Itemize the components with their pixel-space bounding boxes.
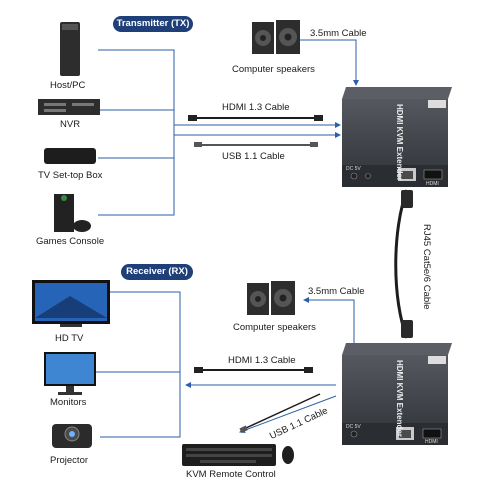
tx-hdmi-cable-graphic (188, 115, 323, 121)
rx-speakers-label: Computer speakers (233, 322, 316, 333)
tx-extender-title: HDMI KVM Extender (395, 104, 404, 181)
rx-extender-title: HDMI KVM Extender (395, 360, 404, 437)
host-pc-label: Host/PC (50, 80, 86, 91)
rx-hdmi-cable-label: HDMI 1.3 Cable (228, 355, 296, 366)
kvm-remote-control-label: KVM Remote Control (186, 469, 276, 480)
tx-usb-cable-label: USB 1.1 Cable (222, 151, 285, 162)
tx-speakers-label: Computer speakers (232, 64, 315, 75)
receiver-section-label: Receiver (RX) (121, 264, 193, 280)
rx-hdmi-port-label: HDMI (425, 439, 438, 445)
rx-dc-port-label: DC 5V (346, 424, 361, 430)
tx-usb-cable-graphic (194, 142, 318, 147)
rx-connection-lines (96, 291, 355, 438)
monitors-label: Monitors (50, 397, 87, 408)
tx-extender-box (342, 87, 452, 187)
monitor-icon (44, 352, 96, 395)
hd-tv-label: HD TV (55, 333, 84, 344)
projector-icon (52, 424, 92, 448)
tx-hdmi-cable-label: HDMI 1.3 Cable (222, 102, 290, 113)
rj45-cable (394, 189, 413, 339)
set-top-box-icon (44, 148, 96, 164)
rx-extender-box (342, 343, 452, 445)
desktop-pc-icon (60, 22, 80, 76)
rj45-cable-label: RJ45 Cat5e/6 Cable (421, 224, 432, 310)
set-top-box-label: TV Set-top Box (38, 170, 103, 181)
keyboard-mouse-icon (182, 444, 294, 466)
tx-connection-lines (98, 39, 359, 216)
game-console-icon (54, 194, 91, 232)
nvr-icon (38, 99, 100, 115)
tx-dc-port-label: DC 5V (346, 166, 361, 172)
rx-usb-cable-graphic (239, 393, 321, 433)
tv-icon (32, 280, 110, 327)
rx-hdmi-cable-graphic (194, 367, 313, 373)
tx-speakers-icon (252, 20, 300, 54)
rx-speakers-icon (247, 281, 295, 315)
projector-label: Projector (50, 455, 89, 466)
transmitter-section-label: Transmitter (TX) (113, 16, 193, 32)
tx-audio-cable-label: 3.5mm Cable (310, 28, 367, 39)
nvr-label: NVR (60, 119, 81, 130)
games-console-label: Games Console (36, 236, 105, 247)
tx-hdmi-port-label: HDMI (426, 181, 439, 187)
rx-audio-cable-label: 3.5mm Cable (308, 286, 365, 297)
